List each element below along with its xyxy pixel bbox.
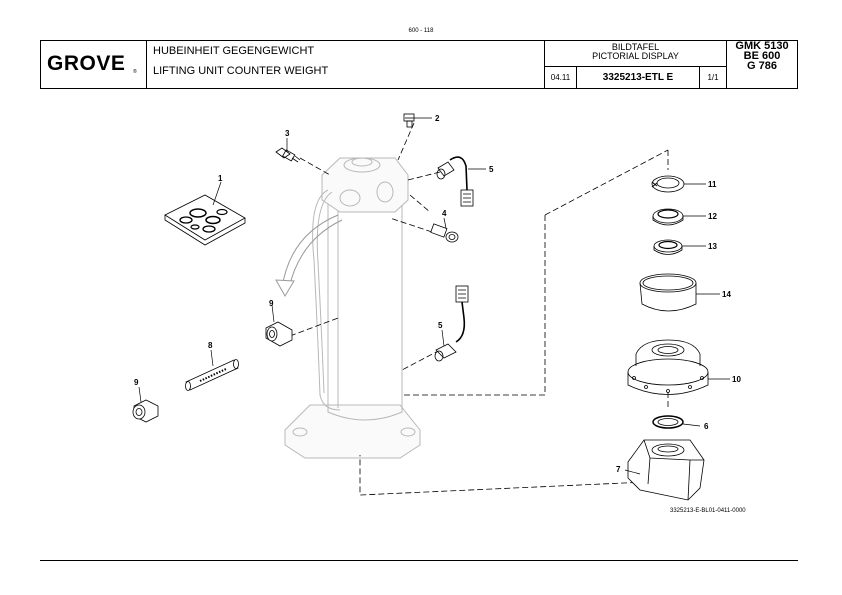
callouts: 1 3 2 5 4 9 5 8 9 11 12 13 14 10 6 7: [134, 114, 741, 474]
logo: GROVE ®: [41, 41, 147, 88]
drawing-id: 3325213-E-BL01-0411-0000: [670, 508, 746, 514]
model-3: G 786: [747, 60, 777, 72]
model-list: GMK 5130 BE 600 G 786: [727, 41, 797, 88]
flange-housing-10: [627, 339, 709, 395]
callout-13: 13: [708, 242, 717, 251]
sleeve-14: [639, 273, 697, 312]
callout-6: 6: [704, 422, 709, 431]
callout-5-lower: 5: [438, 321, 443, 330]
callout-1: 1: [218, 174, 223, 183]
nut-9-lower: [132, 399, 159, 423]
callout-5-upper: 5: [489, 165, 494, 174]
callout-14: 14: [722, 290, 731, 299]
callout-8: 8: [208, 341, 213, 350]
page-count: 1/1: [700, 67, 727, 88]
assembly-arrow: [275, 214, 343, 297]
guide-block-7: [627, 439, 705, 501]
part-number: 3325213-ETL E: [577, 67, 700, 88]
fitting-2: [403, 113, 415, 128]
model-2: BE 600: [743, 50, 781, 62]
page-number: 600 - 118: [408, 28, 434, 34]
nut-9-upper: [265, 321, 293, 347]
date: 04.11: [545, 67, 577, 88]
display-label-german: BILDTAFEL: [611, 42, 660, 52]
plug-4: [430, 223, 459, 243]
seal-kit-pouch: [164, 194, 246, 246]
callout-3: 3: [285, 129, 290, 138]
pin-8: [185, 359, 239, 391]
title-cell: HUBEINHEIT GEGENGEWICHT LIFTING UNIT COU…: [147, 41, 545, 88]
logo-registered-mark: ®: [133, 69, 137, 75]
sensor-cable-lower: [434, 285, 469, 362]
sensor-cable-upper: [436, 156, 474, 207]
display-label-english: PICTORIAL DISPLAY: [592, 51, 679, 61]
model-1: GMK 5130: [735, 40, 789, 52]
snap-ring-11: [651, 175, 685, 193]
callout-12: 12: [708, 212, 717, 221]
title-english: LIFTING UNIT COUNTER WEIGHT: [153, 65, 329, 77]
ring-12: [652, 208, 684, 226]
title-block: GROVE ® HUBEINHEIT GEGENGEWICHT LIFTING …: [40, 40, 798, 89]
bottom-rule: [40, 560, 798, 561]
callout-4: 4: [442, 209, 447, 218]
callout-7: 7: [616, 465, 621, 474]
callout-9-lower: 9: [134, 378, 139, 387]
seal-ring-6: [652, 415, 684, 429]
callout-9-upper: 9: [269, 299, 274, 308]
fitting-3: [275, 147, 301, 163]
leader-lines: [138, 117, 730, 475]
cylinder-ghost: [284, 157, 421, 459]
title-german: HUBEINHEIT GEGENGEWICHT: [153, 45, 315, 57]
assembly-lines: [289, 122, 691, 496]
callout-11: 11: [708, 180, 717, 189]
logo-text: GROVE: [47, 52, 126, 75]
ring-13: [653, 239, 683, 255]
callout-2: 2: [435, 114, 440, 123]
display-label-cell: BILDTAFEL PICTORIAL DISPLAY: [545, 41, 727, 67]
callout-10: 10: [732, 375, 741, 384]
